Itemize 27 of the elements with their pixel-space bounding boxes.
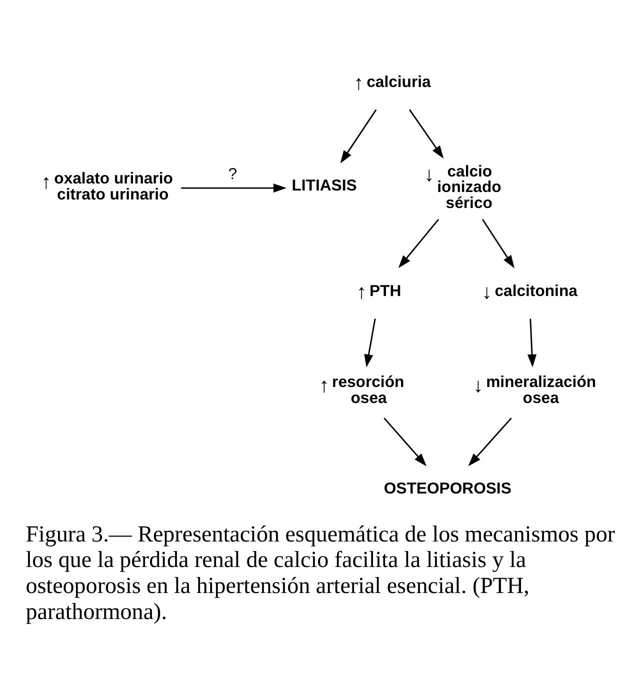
edge-label: ? xyxy=(228,166,238,183)
node-text: resorción osea xyxy=(332,374,404,407)
node-text: calcio ionizado sérico xyxy=(437,162,502,212)
node-text: OSTEOPOROSIS xyxy=(384,480,512,498)
arrow xyxy=(364,318,376,367)
caption: Figura 3.— Representación esquemática de los mecanismos por los que la pérdida renal de calcio facilita la litiasis y la osteoporosis en la hipertensión arterial esencial. (PTH, parathormona). xyxy=(26,520,616,624)
node-label: ↓ xyxy=(482,280,492,303)
node-text: oxalato urinario citrato urinario xyxy=(54,170,173,203)
arrow xyxy=(468,417,512,466)
node-text: PTH xyxy=(369,282,402,300)
arrow xyxy=(398,218,440,268)
node-label: ↑ xyxy=(41,170,52,193)
node-label: ↓ xyxy=(424,164,434,186)
arrow xyxy=(527,318,537,367)
node-text: calcitonina xyxy=(494,282,578,300)
node-label: ↑ xyxy=(354,72,364,94)
node-label: ↑ xyxy=(356,280,367,303)
arrow xyxy=(181,183,286,192)
arrow xyxy=(340,108,377,163)
arrow xyxy=(384,417,427,466)
node-text: mineralización osea xyxy=(486,374,596,407)
arrow xyxy=(482,218,514,268)
node-label: ↑ xyxy=(319,374,330,397)
node-text: calciuria xyxy=(366,73,431,90)
node-label: ↓ xyxy=(473,374,484,397)
arrow xyxy=(409,108,444,158)
node-text: LITIASIS xyxy=(292,177,357,194)
